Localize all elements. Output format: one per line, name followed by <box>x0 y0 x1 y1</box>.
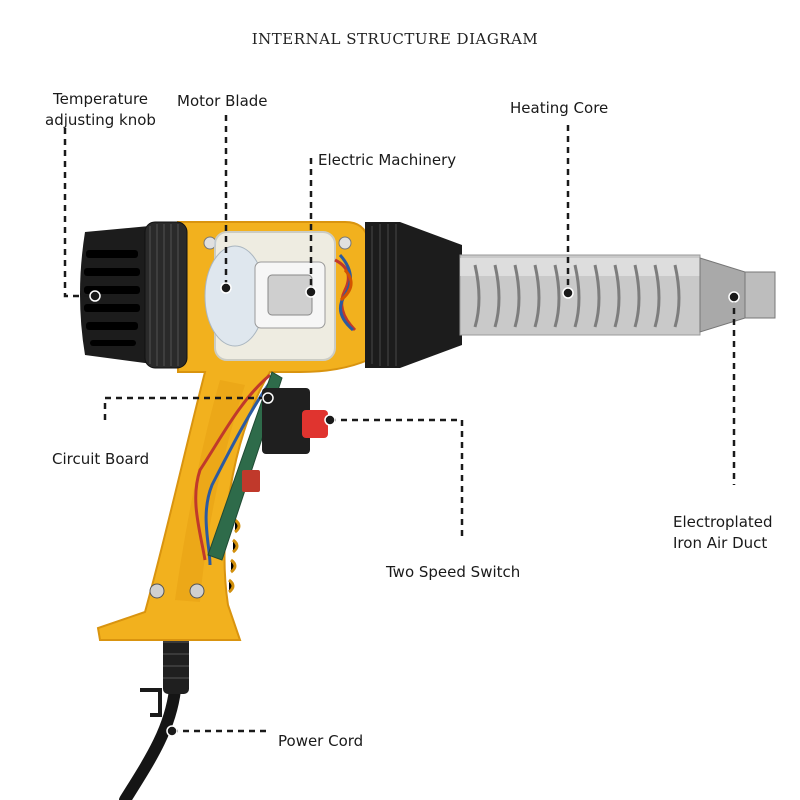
two-speed-switch-button <box>302 410 328 438</box>
label-power-cord: Power Cord <box>278 732 364 750</box>
label-temperature-knob-line2: adjusting knob <box>45 111 156 129</box>
label-electric-machinery: Electric Machinery <box>318 151 457 169</box>
duct-highlight <box>460 258 700 276</box>
leader-circuit-board <box>103 396 268 420</box>
label-temperature-knob: Temperature adjusting knob <box>45 89 156 131</box>
screw-left <box>149 583 165 599</box>
label-temperature-knob-line1: Temperature <box>53 90 149 108</box>
motor-core <box>267 274 313 316</box>
nozzle-outlet <box>744 271 776 319</box>
label-air-duct: Electroplated Iron Air Duct <box>673 512 773 554</box>
grip-ridges <box>228 518 241 594</box>
knob-slots <box>84 250 140 346</box>
head-wires <box>334 253 357 332</box>
diagram-title: INTERNAL STRUCTURE DIAGRAM <box>251 30 539 48</box>
leader-temp-knob <box>63 128 95 298</box>
switch-block <box>262 388 310 454</box>
label-air-duct-line2: Iron Air Duct <box>673 534 768 552</box>
handle-wire-red <box>194 373 271 561</box>
screw-top-right <box>338 236 352 250</box>
collar-ridges <box>149 224 179 366</box>
label-air-duct-line1: Electroplated <box>673 513 773 531</box>
power-cord <box>119 684 181 800</box>
label-heating-core: Heating Core <box>510 99 609 117</box>
capacitor <box>242 470 260 492</box>
handle-wire-blue <box>204 374 277 566</box>
leader-two-speed-switch <box>330 418 464 538</box>
front-collar <box>365 222 462 368</box>
leader-lines <box>63 115 736 733</box>
front-collar-ridges <box>371 224 397 366</box>
screw-right <box>189 583 205 599</box>
leader-dots <box>89 282 740 737</box>
label-circuit-board: Circuit Board <box>52 450 150 468</box>
knob-collar <box>144 221 188 369</box>
label-two-speed-switch: Two Speed Switch <box>386 563 521 581</box>
heating-coil <box>473 264 681 328</box>
label-motor-blade: Motor Blade <box>177 92 268 110</box>
cord-hook <box>140 688 162 717</box>
